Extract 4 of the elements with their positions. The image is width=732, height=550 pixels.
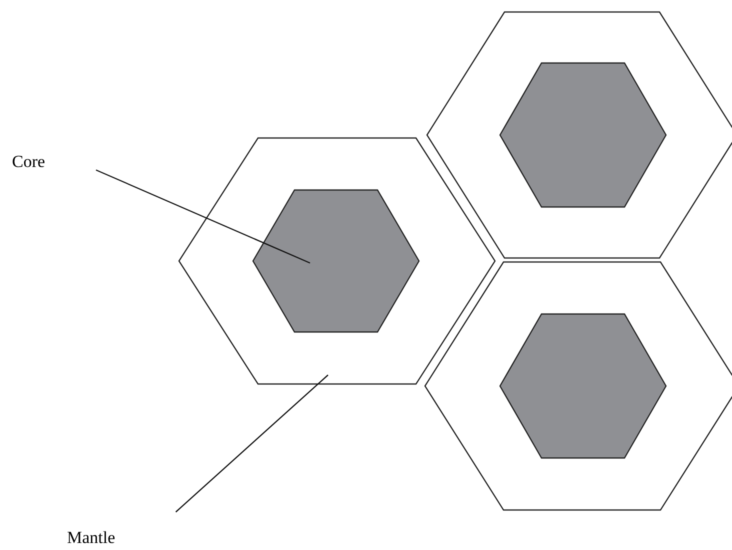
leader-line [96,169,310,264]
part-label: Mantle [67,528,116,548]
part-label: Core [12,152,46,172]
leader-line [175,374,328,512]
